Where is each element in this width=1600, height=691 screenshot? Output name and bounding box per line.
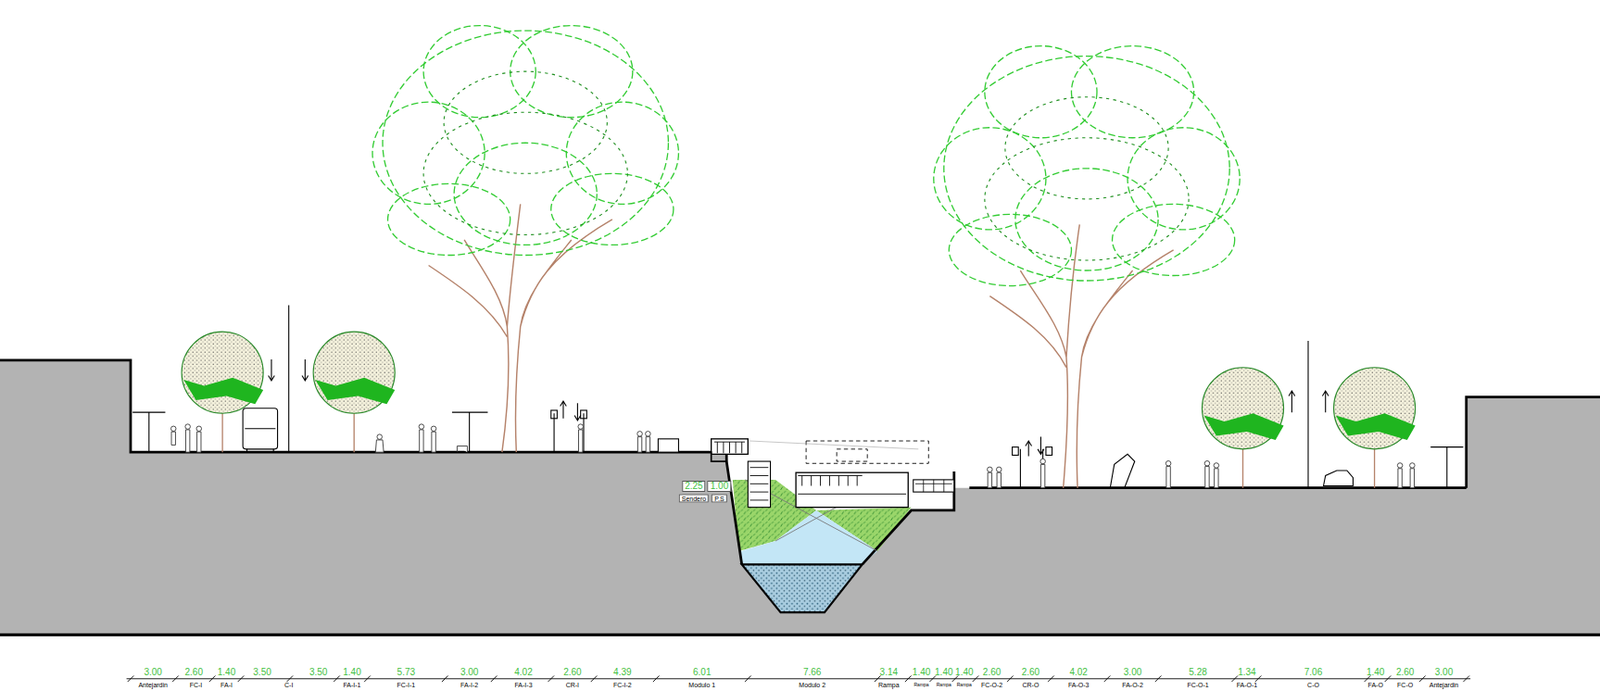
street-furniture [132,304,1463,488]
base-line [0,633,1600,637]
dimension-value: 4.02 [1069,667,1087,678]
dimension-value: 7.06 [1304,667,1323,678]
dimension-value: 1.34 [1237,667,1256,678]
segment-name: FA-O-2 [1121,681,1144,689]
path-label: Sendero [679,493,709,503]
segment-name: FA-I-1 [342,681,361,689]
segment-name: FA-O-1 [1236,681,1259,689]
small-tree [181,331,1416,489]
dimension-value: 3.00 [143,667,162,678]
dimension-value: 1.40 [342,667,361,678]
path-label: P.S [711,493,727,503]
segment-name: FA-I-2 [460,681,479,689]
people [170,424,1415,489]
segment-name: FA-O [1368,681,1384,689]
dimension-value: 2.60 [1021,667,1040,678]
segment-name: FC-O-1 [1186,681,1209,689]
segment-name: Modulo 2 [798,681,826,689]
dimension-line [126,675,1472,682]
segment-name: FA-I-3 [514,681,532,689]
canal [657,439,954,613]
segment-name: FC-I-2 [613,681,632,689]
segment-name: Rampa [878,681,900,689]
dimension-value: 2.60 [185,667,203,678]
segment-name: Rampa [957,682,972,688]
dimension-value: 1.40 [934,667,953,678]
dimension-value: 2.25 [681,480,706,492]
segment-name: FC-I-1 [396,681,416,689]
segment-name: Rampa [914,682,930,688]
segment-name: C-I [284,681,293,689]
dimension-value: 1.40 [955,667,973,678]
segment-name: Antejardin [1429,681,1460,689]
dimension-value: 1.40 [1366,667,1385,678]
dimension-value: 7.66 [803,667,821,678]
dimension-value: 1.00 [707,480,731,492]
segment-name: Modulo 1 [688,681,716,689]
dimension-value: 6.01 [692,667,711,678]
dimension-value: 3.50 [309,667,328,678]
dimension-value: 4.39 [613,667,631,678]
segment-name: CR-O [1021,681,1039,689]
dimension-value: 3.00 [1435,667,1453,678]
dimension-value: 2.60 [1396,667,1414,678]
dimension-value: 4.02 [514,667,532,678]
dimension-value: 5.28 [1188,667,1207,678]
dimension-value: 3.00 [1123,667,1142,678]
dimension-value: 3.50 [252,667,271,678]
segment-name: FC-O-2 [981,681,1003,689]
segment-name: C-O [1307,681,1320,689]
large-tree [372,25,679,454]
segment-name: FA-I [220,681,233,689]
dimension-value: 1.40 [912,667,931,678]
segment-name: FC-I [189,681,203,689]
dimension-value: 3.00 [460,667,479,678]
dimension-value: 1.40 [217,667,236,678]
dimension-value: 5.73 [397,667,416,678]
segment-name: CR-I [566,681,580,689]
large-tree [933,46,1240,489]
segment-name: FA-O-3 [1068,681,1090,689]
dimension-value: 2.60 [563,667,581,678]
segment-name: Antejardin [138,681,168,689]
segment-name: FC-O [1397,681,1413,689]
dimension-value: 2.60 [982,667,1001,678]
segment-name: Rampa [936,682,952,688]
dimension-value: 3.14 [880,667,898,678]
